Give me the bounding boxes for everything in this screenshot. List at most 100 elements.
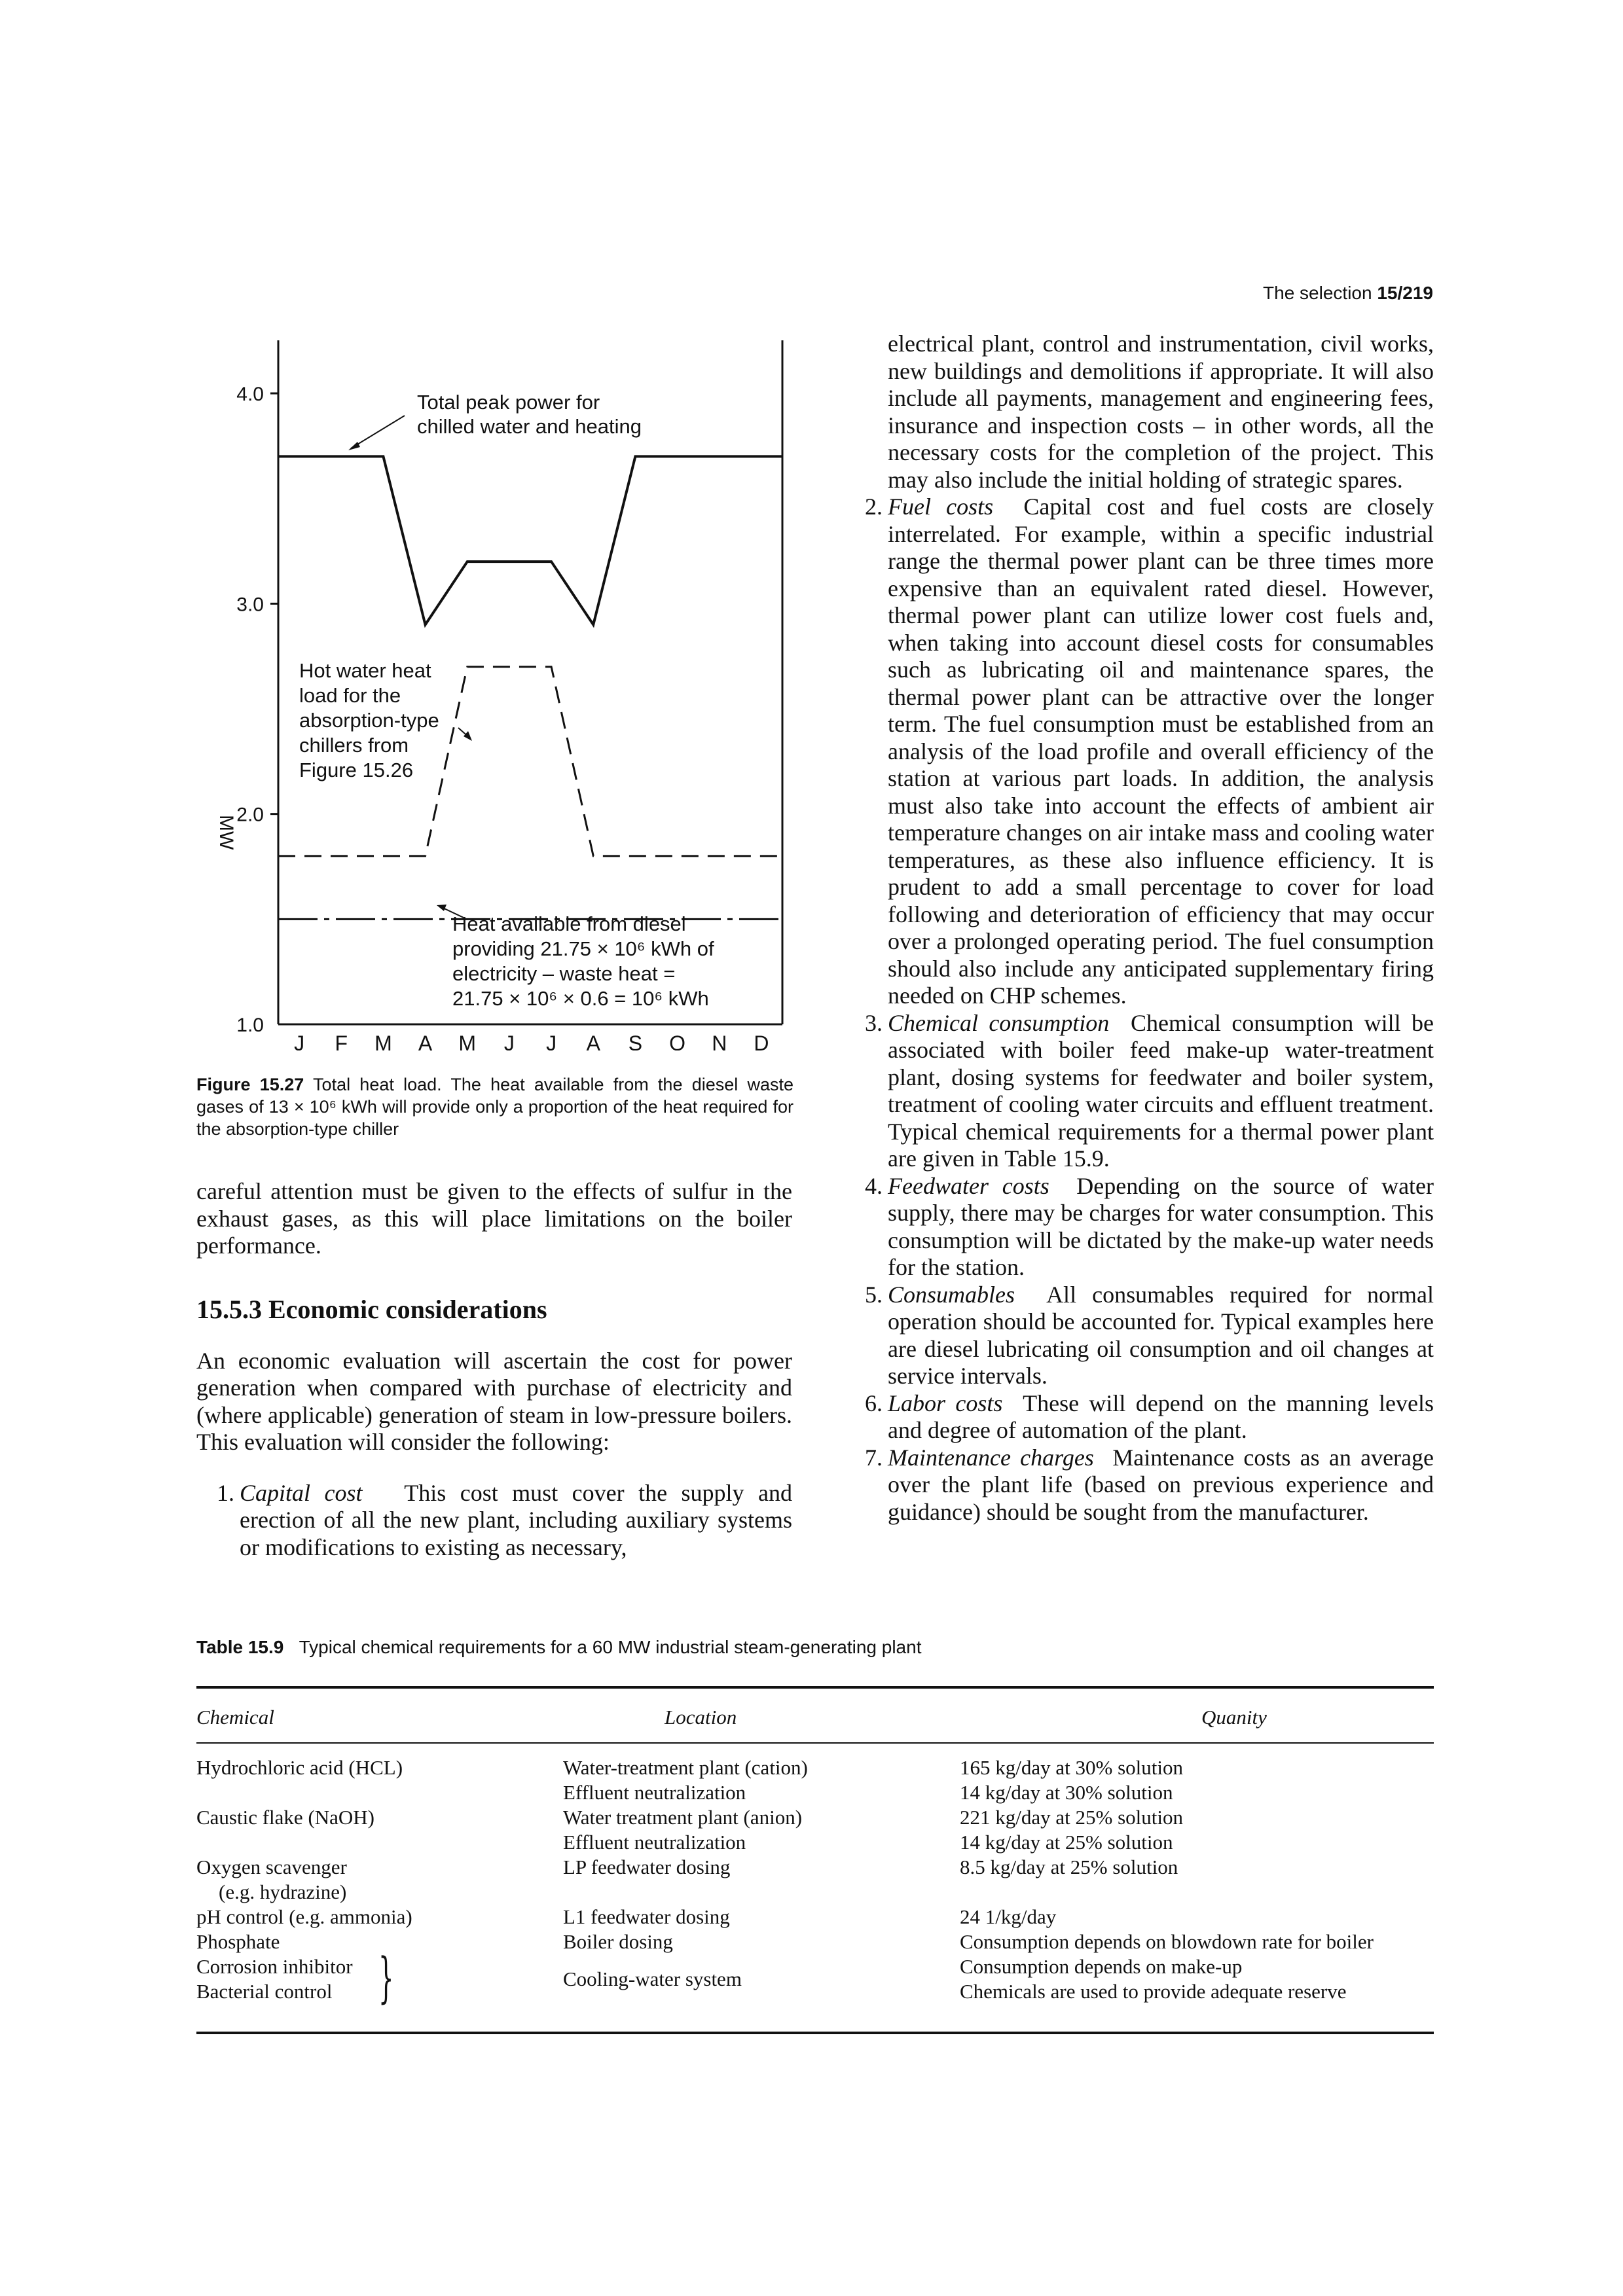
x-tick-label: N — [712, 1031, 727, 1050]
list-item: 6.Labor costs These will depend on the m… — [845, 1390, 1434, 1444]
grouping-brace: } — [378, 1947, 394, 2009]
x-tick-label: F — [335, 1031, 348, 1050]
cell-quantity: 14 kg/day at 25% solution — [960, 1831, 1173, 1854]
list-item-number: 4. — [865, 1172, 883, 1199]
list-item: 5.Consumables All consumables required f… — [845, 1282, 1434, 1390]
header-location: Location — [665, 1706, 737, 1729]
cost-list-start: 1. Capital cost This cost must cover the… — [196, 1480, 792, 1562]
peak-annotation: Total peak power for chilled water and h… — [417, 391, 642, 438]
table-caption-text: Typical chemical requirements for a 60 M… — [299, 1637, 922, 1657]
cell-chemical: Hydrochloric acid (HCL) — [196, 1756, 403, 1779]
list-item: 3.Chemical consumption Chemical consumpt… — [845, 1010, 1434, 1173]
cell-chemical: Phosphate — [196, 1930, 280, 1953]
x-tick-label: J — [546, 1031, 556, 1050]
list-item-number: 7. — [865, 1444, 883, 1471]
list-item-term: Labor costs — [888, 1390, 1003, 1416]
cell-chemical: Bacterial control — [196, 1980, 333, 2003]
list-item-number: 3. — [865, 1009, 883, 1036]
cost-list: 2.Fuel costs Capital cost and fuel costs… — [845, 493, 1434, 1526]
list-item-term: Fuel costs — [888, 493, 994, 520]
cell-quantity: Consumption depends on blowdown rate for… — [960, 1930, 1374, 1953]
cell-chemical: Caustic flake (NaOH) — [196, 1806, 375, 1829]
cell-location: Boiler dosing — [563, 1930, 673, 1953]
list-item-text: This cost must cover the supply and erec… — [240, 1479, 792, 1560]
peak-annotation-arrowhead — [348, 442, 360, 450]
figure-caption-text: Total heat load. The heat available from… — [196, 1075, 793, 1139]
x-tick-label: J — [504, 1031, 515, 1050]
list-item-text: Capital cost and fuel costs are closely … — [888, 493, 1434, 1009]
left-column: careful attention must be given to the e… — [196, 1178, 792, 1561]
list-item-number: 2. — [865, 493, 883, 520]
list-item-term: Consumables — [888, 1281, 1015, 1308]
x-tick-label: A — [587, 1031, 601, 1050]
list-item-number: 6. — [865, 1390, 883, 1416]
list-item-term: Maintenance charges — [888, 1444, 1094, 1471]
cell-quantity: 221 kg/day at 25% solution — [960, 1806, 1183, 1829]
y-tick-label: 3.0 — [236, 594, 264, 615]
x-tick-label: D — [754, 1031, 769, 1050]
y-tick-label: 4.0 — [236, 384, 264, 405]
cell-chemical: (e.g. hydrazine) — [219, 1880, 347, 1903]
x-tick-label: M — [458, 1031, 476, 1050]
hot-water-annotation: Hot water heat load for the absorption-t… — [299, 659, 445, 781]
section-heading: 15.5.3 Economic considerations — [196, 1294, 547, 1324]
cell-location: Water treatment plant (anion) — [563, 1806, 803, 1829]
table-caption: Table 15.9 Typical chemical requirements… — [196, 1636, 1434, 1659]
list-item: 2.Fuel costs Capital cost and fuel costs… — [845, 493, 1434, 1010]
diesel-annotation: Heat available from diesel providing 21.… — [452, 912, 720, 1010]
series-total-peak-line — [278, 455, 782, 628]
list-item: 7.Maintenance charges Maintenance costs … — [845, 1444, 1434, 1526]
header-section: The selection — [1263, 283, 1372, 303]
series-hot-water-line — [278, 666, 782, 857]
hot-water-annotation-arrowhead — [464, 731, 472, 741]
paragraph-sulfur: careful attention must be given to the e… — [196, 1178, 792, 1259]
peak-annotation-leader — [350, 415, 405, 449]
cell-location: Water-treatment plant (cation) — [563, 1756, 808, 1779]
diesel-annotation-arrowhead — [437, 905, 447, 911]
cell-quantity: Consumption depends on make-up — [960, 1955, 1243, 1978]
x-tick-label: J — [294, 1031, 304, 1050]
y-tick-label: 1.0 — [236, 1014, 264, 1036]
table-15-9: Table 15.9 Typical chemical requirements… — [196, 1636, 1434, 2034]
list-item-text: Chemical consumption will be associated … — [888, 1009, 1434, 1172]
cell-chemical: Corrosion inhibitor — [196, 1955, 353, 1978]
header-chemical: Chemical — [196, 1706, 274, 1729]
cell-location: Effluent neutralization — [563, 1781, 746, 1804]
x-tick-label: S — [629, 1031, 642, 1050]
cell-chemical: pH control (e.g. ammonia) — [196, 1905, 412, 1928]
chemical-table: Chemical Location Quanity Hydrochloric a… — [196, 1686, 1434, 2034]
list-item: 4.Feedwater costs Depending on the sourc… — [845, 1173, 1434, 1282]
list-item-text: These will depend on the manning levels … — [888, 1390, 1434, 1444]
figure-caption-label: Figure 15.27 — [196, 1075, 304, 1094]
cell-location: L1 feedwater dosing — [563, 1905, 730, 1928]
list-item-term: Capital cost — [240, 1479, 363, 1506]
header-page-number: 15/219 — [1377, 283, 1433, 303]
running-header: The selection 15/219 — [1263, 283, 1433, 304]
figure-caption: Figure 15.27 Total heat load. The heat a… — [196, 1073, 793, 1140]
cell-location: Effluent neutralization — [563, 1831, 746, 1854]
cell-location: LP feedwater dosing — [563, 1856, 731, 1878]
list-item-number: 5. — [865, 1281, 883, 1308]
x-tick-label: O — [669, 1031, 685, 1050]
list-item-term: Chemical consumption — [888, 1009, 1110, 1036]
cell-quantity: 24 1/kg/day — [960, 1905, 1057, 1928]
table-header-row: Chemical Location Quanity — [196, 1689, 1434, 1744]
y-tick-label: 2.0 — [236, 804, 264, 826]
cell-quantity: Chemicals are used to provide adequate r… — [960, 1980, 1347, 2003]
cell-quantity: 8.5 kg/day at 25% solution — [960, 1856, 1178, 1878]
cell-chemical: Oxygen scavenger — [196, 1856, 347, 1878]
list-item: 1. Capital cost This cost must cover the… — [196, 1480, 792, 1562]
list-item-term: Feedwater costs — [888, 1172, 1049, 1199]
y-axis-label: MW — [215, 815, 237, 850]
list-item-text: All consumables required for normal oper… — [888, 1281, 1434, 1390]
header-quantity: Quanity — [1201, 1706, 1267, 1729]
list-item-number: 1. — [217, 1479, 234, 1506]
paragraph-capital-cost-continued: electrical plant, control and instrument… — [888, 331, 1434, 493]
paragraph-economic-evaluation: An economic evaluation will ascertain th… — [196, 1347, 792, 1456]
cell-quantity: 14 kg/day at 30% solution — [960, 1781, 1173, 1804]
table-caption-label: Table 15.9 — [196, 1637, 284, 1657]
right-column: electrical plant, control and instrument… — [845, 331, 1434, 1526]
cell-quantity: 165 kg/day at 30% solution — [960, 1756, 1183, 1779]
